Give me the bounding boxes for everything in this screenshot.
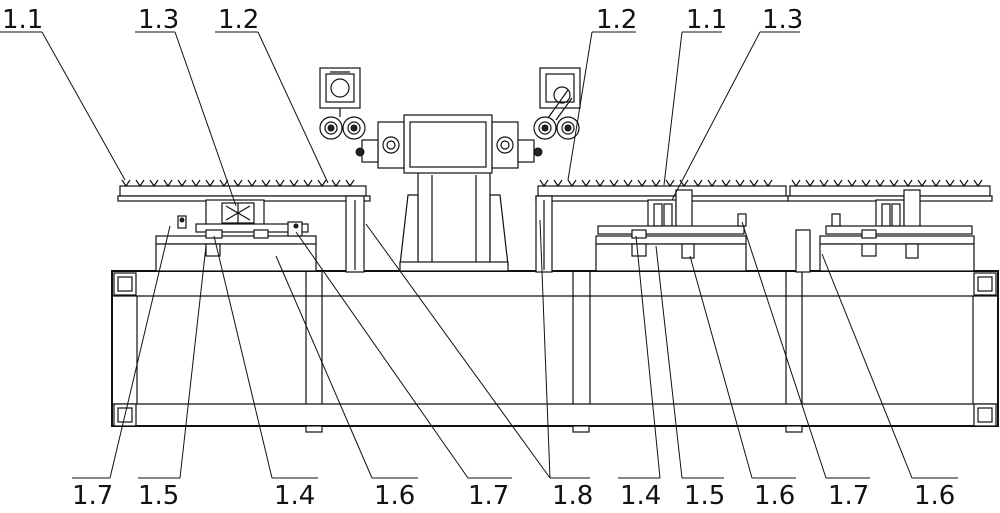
- label-1-5-a: 1.5: [138, 481, 179, 511]
- conveyor-notch: [234, 180, 242, 186]
- conveyor-notch: [122, 180, 130, 186]
- label-1-3-left: 1.3: [138, 5, 179, 35]
- conveyor-notch: [136, 180, 144, 186]
- conveyor-notch: [248, 180, 256, 186]
- conveyor-notch: [694, 180, 702, 186]
- left-motor-unit: [320, 68, 365, 139]
- label-1-4-a: 1.4: [274, 481, 315, 511]
- conveyor-notch: [290, 180, 298, 186]
- conveyor-notch: [554, 180, 562, 186]
- conveyor-notch: [582, 180, 590, 186]
- conveyor-notch: [946, 180, 954, 186]
- conveyor-notch: [666, 180, 674, 186]
- conveyor-notch: [638, 180, 646, 186]
- conveyor-notch: [806, 180, 814, 186]
- conveyor-notch: [722, 180, 730, 186]
- conveyor-notch: [918, 180, 926, 186]
- conveyor-notch: [932, 180, 940, 186]
- conveyor-notch: [848, 180, 856, 186]
- conveyor-notch: [708, 180, 716, 186]
- conveyor-notch: [610, 180, 618, 186]
- conveyor-notch: [596, 180, 604, 186]
- conveyor-notch: [192, 180, 200, 186]
- conveyor-notch: [276, 180, 284, 186]
- conveyor-notch: [178, 180, 186, 186]
- label-1-1-left: 1.1: [2, 5, 43, 35]
- conveyor-notch: [820, 180, 828, 186]
- conveyor-notch: [876, 180, 884, 186]
- conveyor-notch: [540, 180, 548, 186]
- label-1-6-a: 1.6: [374, 481, 415, 511]
- label-1-1-right: 1.1: [686, 5, 727, 35]
- conveyor-notch: [974, 180, 982, 186]
- label-1-6-c: 1.6: [914, 481, 955, 511]
- base-frame: [112, 271, 998, 432]
- label-1-7-b: 1.7: [468, 481, 509, 511]
- label-1-8: 1.8: [552, 481, 593, 511]
- conveyor-notch: [262, 180, 270, 186]
- conveyor-notch: [764, 180, 772, 186]
- label-1-2-left: 1.2: [218, 5, 259, 35]
- conveyor-notch: [206, 180, 214, 186]
- conveyor-notch: [736, 180, 744, 186]
- label-1-2-right: 1.2: [596, 5, 637, 35]
- conveyor-notch: [750, 180, 758, 186]
- conveyor-notch: [332, 180, 340, 186]
- conveyor-notch: [904, 180, 912, 186]
- conveyor-notch: [792, 180, 800, 186]
- conveyor-notch: [652, 180, 660, 186]
- label-1-6-b: 1.6: [754, 481, 795, 511]
- conveyor-notch: [960, 180, 968, 186]
- center-head: [356, 115, 542, 173]
- conveyor-notch: [346, 180, 354, 186]
- conveyor-notch: [164, 180, 172, 186]
- label-1-3-right: 1.3: [762, 5, 803, 35]
- label-1-4-b: 1.4: [620, 481, 661, 511]
- label-1-7-a: 1.7: [72, 481, 113, 511]
- conveyor-notch: [568, 180, 576, 186]
- conveyor-notch: [862, 180, 870, 186]
- label-1-7-c: 1.7: [828, 481, 869, 511]
- conveyor-notch: [834, 180, 842, 186]
- center-column: [400, 170, 508, 271]
- conveyor-notch: [624, 180, 632, 186]
- conveyor-notch: [890, 180, 898, 186]
- label-1-5-b: 1.5: [684, 481, 725, 511]
- conveyor-notch: [318, 180, 326, 186]
- right-motor-unit: [534, 68, 580, 139]
- conveyor-notch: [150, 180, 158, 186]
- conveyor-notch: [304, 180, 312, 186]
